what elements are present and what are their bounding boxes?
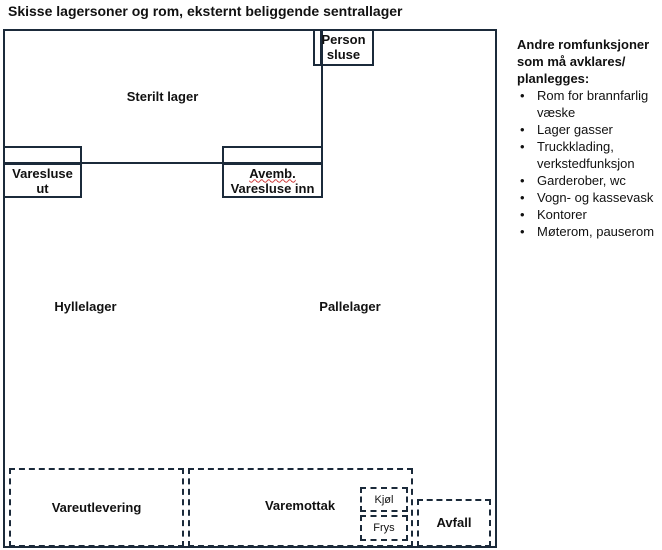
label-pallelager: Pallelager [319, 299, 381, 314]
list-item: Rom for brannfarlig væske [520, 87, 662, 121]
room-varesluse-ut: Varesluse ut [3, 163, 82, 198]
label-person-sluse-2: sluse [326, 46, 361, 62]
room-avemb-varesluse-inn: Avemb. Varesluse inn [222, 163, 323, 198]
zone-frys: Frys [360, 515, 408, 541]
label-varemottak: Varemottak [264, 498, 336, 513]
label-avfall: Avfall [436, 515, 472, 530]
functions-list: Rom for brannfarlig væske Lager gasser T… [517, 87, 662, 240]
list-item: Kontorer [520, 206, 662, 223]
label-varesluse-ut-2: ut [36, 180, 49, 196]
label-avemb-1: Avemb. [249, 165, 296, 181]
label-vareutlevering: Vareutlevering [51, 499, 142, 515]
room-person-sluse: Person sluse [313, 29, 374, 66]
list-item: Vogn- og kassevask [520, 189, 662, 206]
label-frys: Frys [373, 522, 395, 534]
diagram-title: Skisse lagersoner og rom, eksternt belig… [8, 3, 403, 19]
label-varesluse-ut-1: Varesluse [12, 165, 73, 181]
label-avemb-2: Varesluse inn [230, 180, 315, 196]
person-sluse-wall [320, 29, 322, 66]
label-hyllelager: Hyllelager [54, 299, 117, 314]
label-sterilt-lager: Sterilt lager [126, 89, 199, 104]
panel-heading: Andre romfunksjoner som må avklares/ pla… [517, 37, 650, 86]
list-item: Lager gasser [520, 121, 662, 138]
zone-avfall: Avfall [417, 499, 491, 547]
list-item: Garderober, wc [520, 172, 662, 189]
list-item: Truckklading, verkstedfunksjon [520, 138, 662, 172]
zone-varemottak [188, 468, 413, 547]
label-kjol: Kjøl [374, 493, 394, 506]
building-outline [3, 29, 497, 548]
other-functions-panel: Andre romfunksjoner som må avklares/ pla… [517, 36, 662, 240]
list-item: Møterom, pauserom [520, 223, 662, 240]
room-sterilt-lager [3, 29, 323, 164]
label-person-sluse-1: Person [321, 31, 366, 47]
zone-vareutlevering: Vareutlevering [9, 468, 184, 547]
zone-kjol: Kjøl [360, 487, 408, 512]
